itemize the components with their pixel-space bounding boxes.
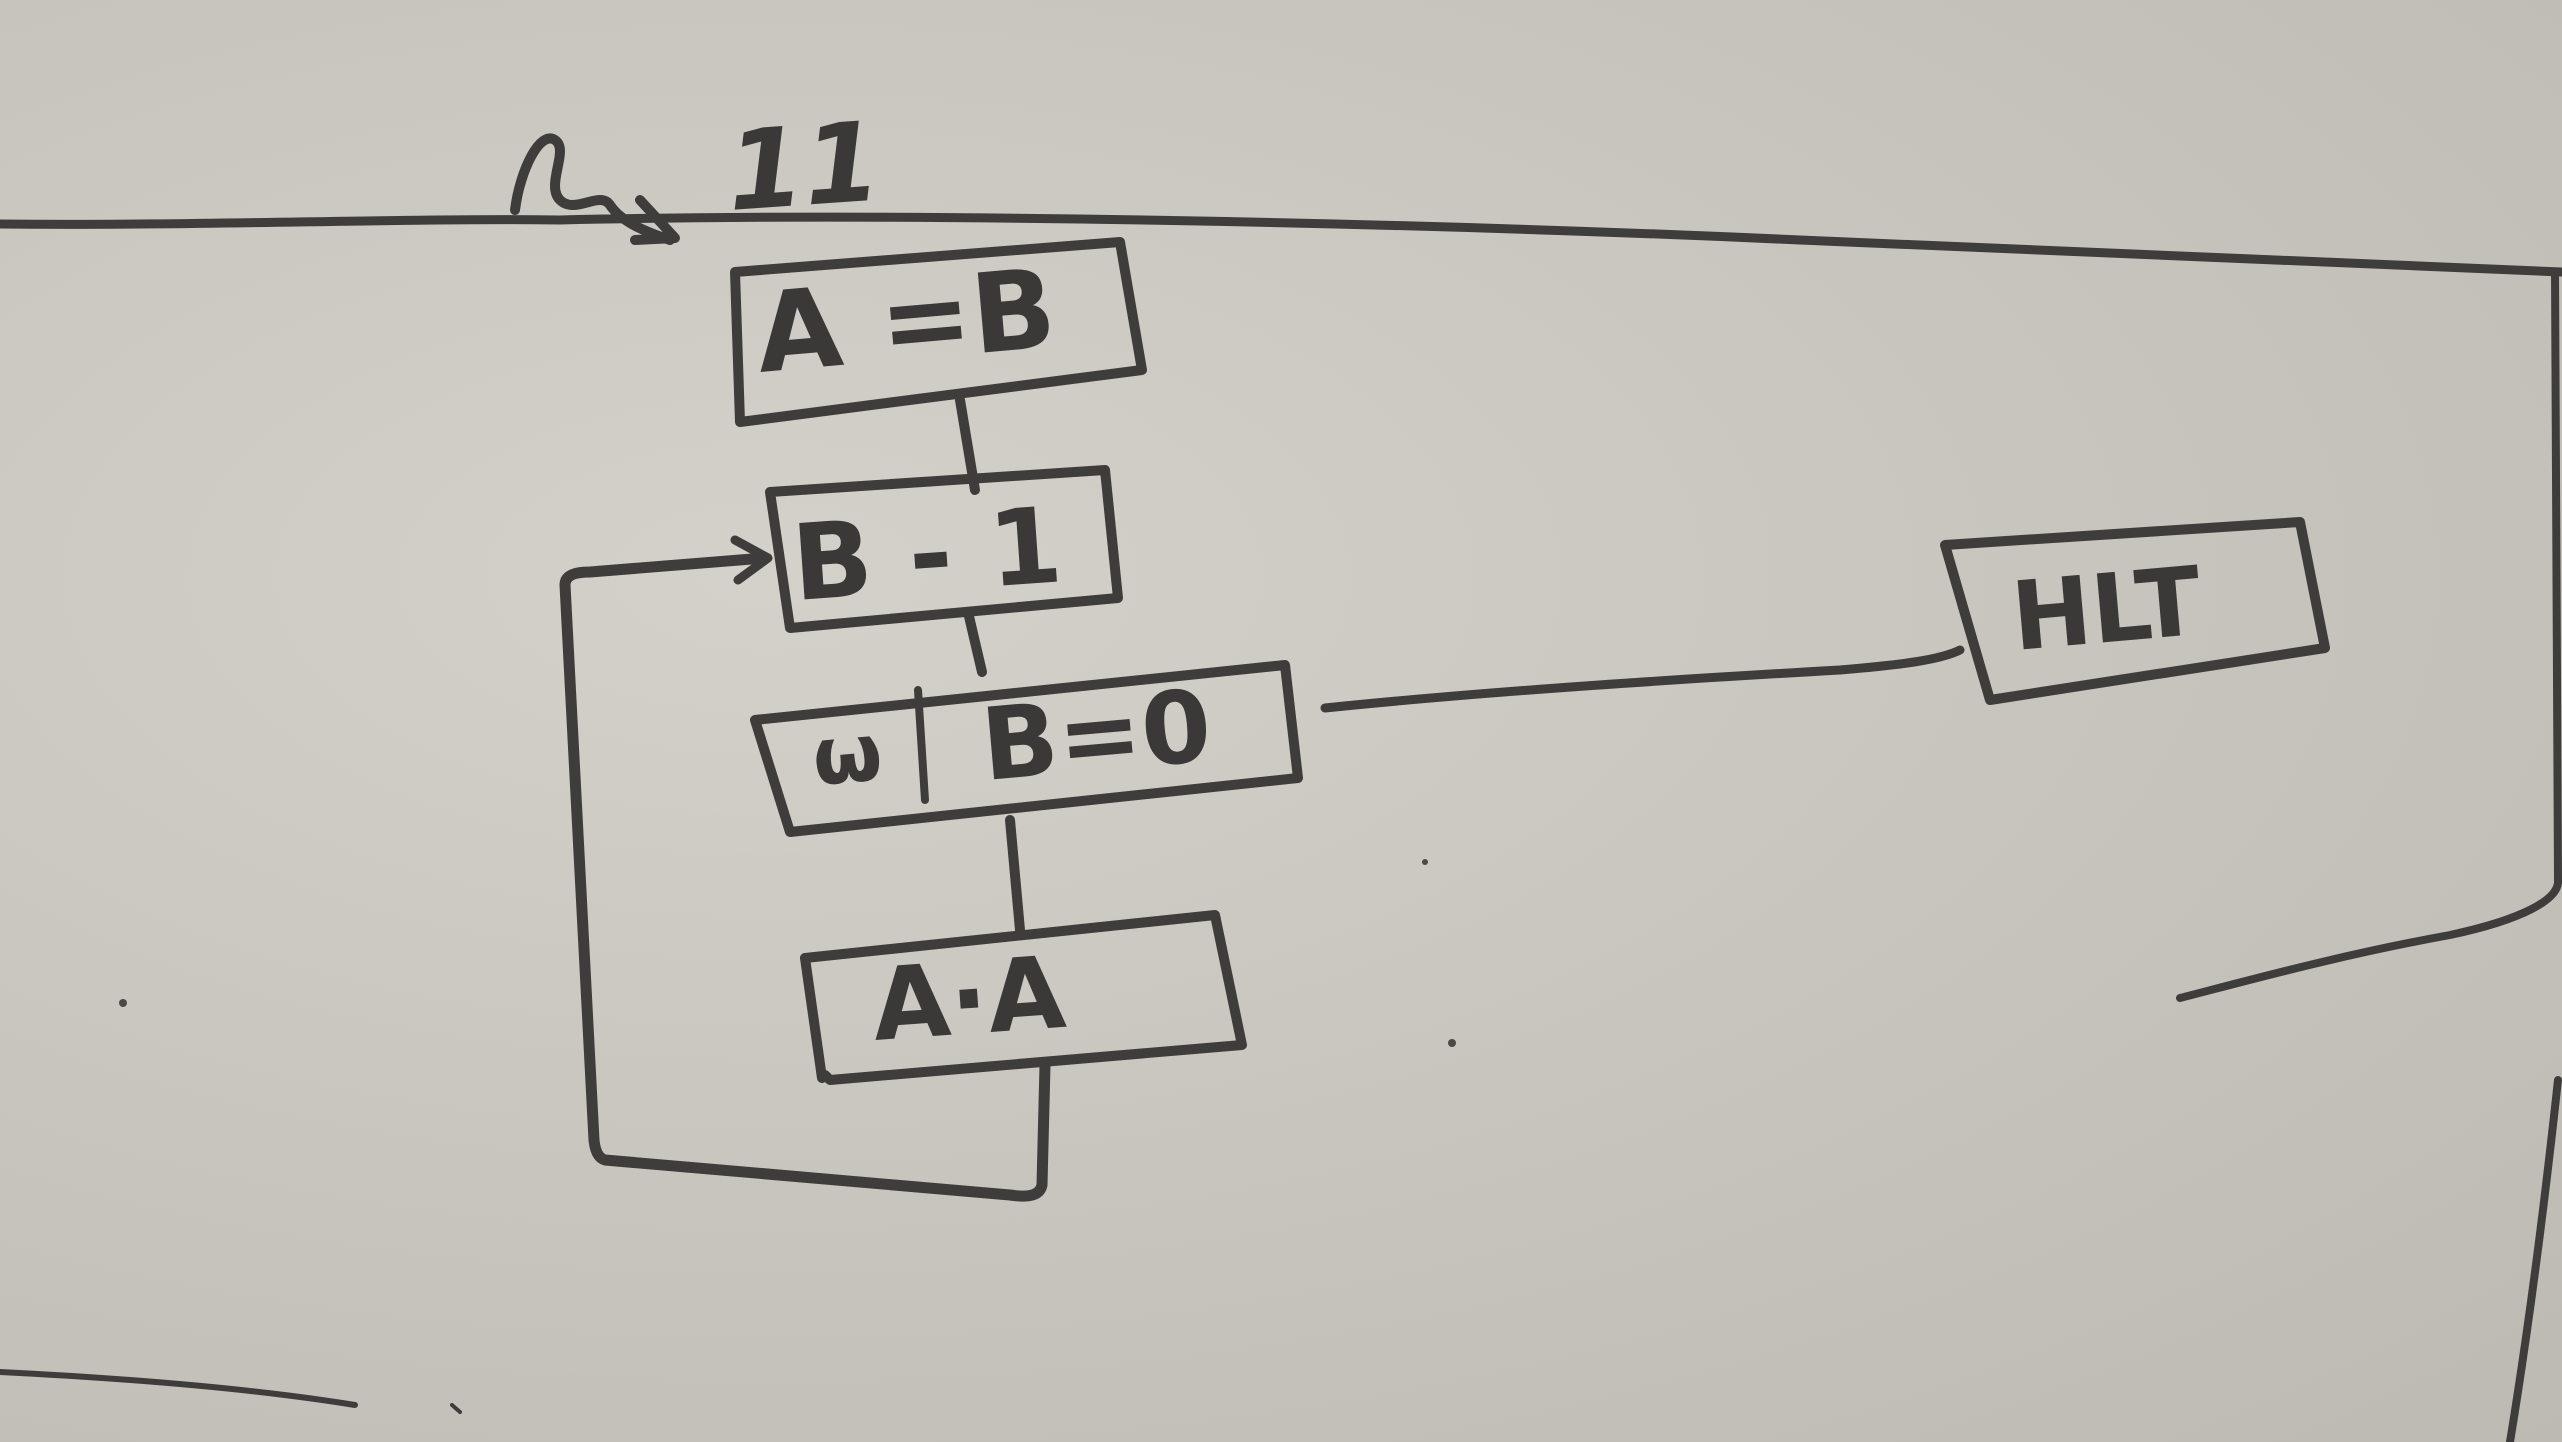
pencil-dot-1 (119, 999, 127, 1007)
condition-divider (914, 686, 929, 804)
node-condition-label: B=0 (977, 667, 1216, 804)
loop-arrowhead-icon (730, 535, 773, 585)
arrow-scribble-icon (510, 133, 680, 245)
loop-back-connector (559, 552, 1051, 1202)
connector-condition-multiply (1005, 815, 1025, 935)
node-halt-box (1940, 517, 2330, 705)
right-lower-border-line (2506, 1076, 2562, 1442)
right-border-line (2176, 268, 2562, 1002)
node-assign-box (730, 237, 1147, 427)
node-multiply-box (800, 910, 1247, 1085)
node-multiply-label: A·A (869, 934, 1069, 1064)
node-decrement-box (765, 465, 1123, 633)
pencil-dot-3 (1422, 859, 1428, 865)
node-decrement-label: B - 1 (788, 484, 1066, 625)
pencil-dot-2 (1448, 1039, 1456, 1047)
pencil-tick (450, 1403, 462, 1414)
node-halt-label: HLT (2007, 547, 2205, 673)
bottom-left-line (0, 1369, 358, 1408)
connector-condition-halt (1320, 645, 1965, 713)
node-condition-prefix: ω (809, 705, 886, 804)
top-border-line (0, 212, 2562, 277)
connector-decrement-condition (963, 607, 987, 677)
node-condition-box (750, 660, 1303, 837)
heading-number: 11 (723, 98, 885, 236)
node-assign-label: A =B (751, 244, 1060, 398)
node-multiply-box-left (800, 953, 827, 1083)
